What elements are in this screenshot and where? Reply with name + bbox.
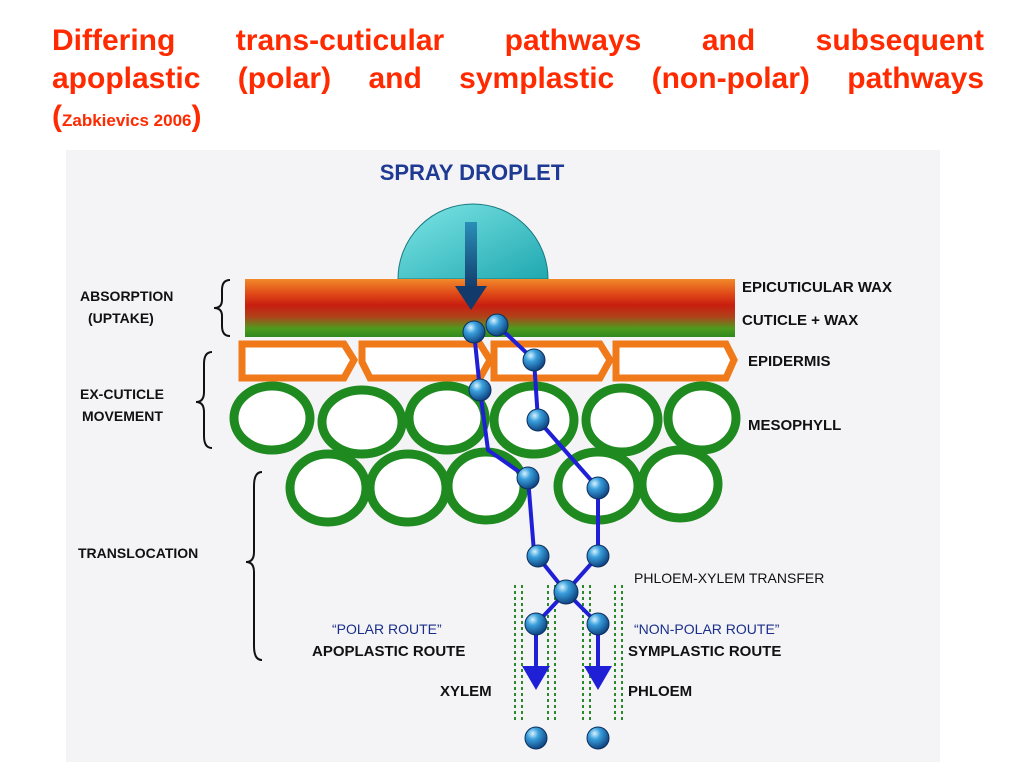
mesophyll-cell — [443, 447, 529, 525]
label-movement: MOVEMENT — [82, 408, 163, 424]
molecule-ball — [526, 408, 550, 432]
excuticle-brace — [195, 351, 213, 449]
mesophyll-cell — [637, 445, 723, 523]
label-symplastic-route: SYMPLASTIC ROUTE — [628, 643, 782, 660]
molecule-ball — [586, 544, 610, 568]
mesophyll-cell — [229, 381, 315, 455]
title-line-1: Differing trans-cuticular pathways and s… — [52, 24, 984, 57]
citation-paren-close: ) — [191, 100, 202, 133]
xylem-arrowhead — [522, 666, 550, 690]
label-uptake: (UPTAKE) — [88, 310, 154, 326]
label-epicuticular-wax: EPICUTICULAR WAX — [742, 279, 892, 296]
molecule-ball — [468, 378, 492, 402]
label-phloem-xylem-transfer: PHLOEM-XYLEM TRANSFER — [634, 570, 825, 586]
label-epidermis: EPIDERMIS — [748, 353, 831, 370]
molecule-ball — [524, 726, 548, 750]
molecule-ball — [462, 320, 486, 344]
label-xylem: XYLEM — [440, 683, 492, 700]
mesophyll-cell — [365, 449, 451, 527]
molecule-ball — [485, 313, 509, 337]
phloem-arrowhead — [584, 666, 612, 690]
citation: Zabkievics 2006 — [62, 111, 192, 130]
label-absorption: ABSORPTION — [80, 288, 174, 304]
entry-arrow — [455, 222, 487, 310]
label-phloem: PHLOEM — [628, 683, 693, 700]
molecule-ball — [524, 612, 548, 636]
label-translocation: TRANSLOCATION — [78, 545, 199, 561]
epidermis-cell — [238, 340, 359, 382]
epidermis-cell — [612, 340, 738, 382]
label-nonpolar-route: “NON-POLAR ROUTE” — [634, 621, 780, 637]
epidermis-cell — [490, 340, 615, 382]
mesophyll-cell — [663, 381, 741, 455]
molecule-ball — [586, 726, 610, 750]
title-line-3: (Zabkievics 2006) — [52, 98, 984, 140]
label-mesophyll: MESOPHYLL — [748, 417, 842, 434]
absorption-brace — [213, 279, 231, 337]
molecule-ball — [586, 612, 610, 636]
molecule-ball — [526, 544, 550, 568]
title-line-2: apoplastic (polar) and symplastic (non-p… — [52, 62, 984, 95]
mesophyll-cell — [317, 385, 407, 459]
translocation-brace — [245, 471, 263, 661]
label-cuticle-wax: CUTICLE + WAX — [742, 312, 859, 329]
molecule-markers — [462, 313, 610, 750]
label-apoplastic-route: APOPLASTIC ROUTE — [312, 643, 466, 660]
mesophyll-cell — [581, 383, 663, 457]
molecule-ball — [516, 466, 540, 490]
molecule-ball — [553, 579, 579, 605]
mesophyll-cell — [285, 449, 371, 527]
left-braces — [195, 279, 263, 661]
epidermis-cell — [358, 340, 495, 382]
label-polar-route: “POLAR ROUTE” — [332, 621, 442, 637]
citation-paren-open: ( — [52, 100, 62, 133]
label-ex-cuticle: EX-CUTICLE — [80, 386, 164, 402]
slide-title: Differing trans-cuticular pathways and s… — [52, 22, 984, 140]
vascular-strands — [514, 585, 623, 720]
molecule-ball — [586, 476, 610, 500]
spray-droplet-heading: SPRAY DROPLET — [380, 160, 565, 185]
molecule-ball — [522, 348, 546, 372]
